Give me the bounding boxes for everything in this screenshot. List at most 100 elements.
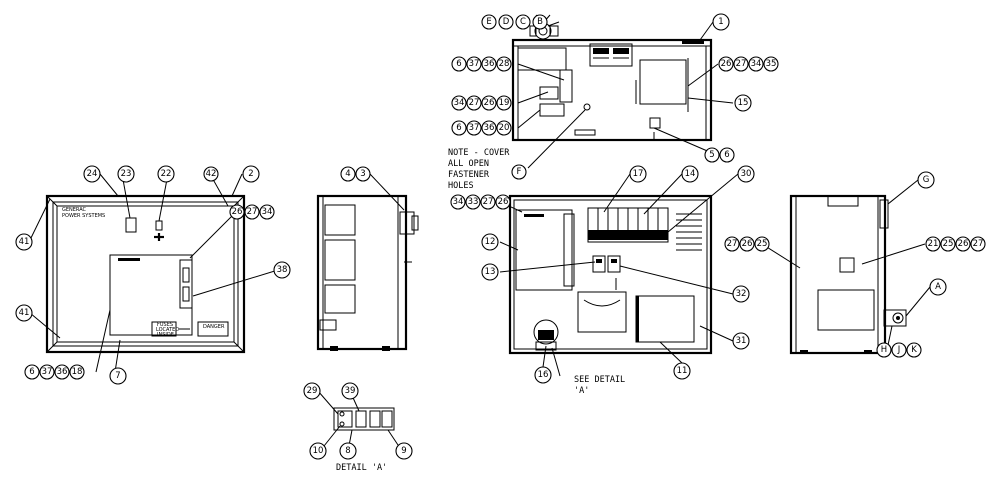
svg-text:16: 16 [538,370,549,380]
callout-27: 27 [724,236,740,252]
top-view-drawing [511,14,713,142]
callout-34: 34 [259,204,275,220]
svg-text:14: 14 [685,169,696,179]
callout-38: 38 [273,261,291,279]
svg-text:E: E [486,17,491,27]
svg-text:6: 6 [456,123,461,133]
danger-label: DANGER [203,324,225,330]
callout-27: 27 [466,95,482,111]
callout-34: 34 [748,56,764,72]
svg-text:6: 6 [724,150,729,160]
callout-j: J [891,342,907,358]
brand-label: GENERAC [62,207,87,213]
svg-text:33: 33 [468,197,479,207]
note-line-2: ALL OPEN [448,159,489,169]
callout-b: B [532,14,548,30]
callout-26: 26 [718,56,734,72]
svg-text:K: K [911,345,917,355]
callout-12: 12 [481,233,499,251]
note-line-1: NOTE - COVER [448,148,510,158]
callout-36: 36 [54,364,70,380]
callout-d: D [498,14,514,30]
svg-text:34: 34 [453,197,464,207]
svg-text:41: 41 [19,237,30,247]
svg-text:G: G [923,175,930,185]
svg-text:12: 12 [485,237,496,247]
callout-10: 10 [309,442,327,460]
svg-text:17: 17 [633,169,644,179]
callout-24: 24 [83,165,101,183]
svg-text:J: J [897,345,901,355]
svg-text:34: 34 [454,98,465,108]
note-line-4: HOLES [448,181,474,191]
see-detail-line-2: 'A' [574,386,589,396]
callout-5: 5 [704,147,720,163]
svg-text:6: 6 [29,367,34,377]
svg-text:27: 27 [483,197,494,207]
svg-text:22: 22 [161,169,172,179]
callout-e: E [481,14,497,30]
svg-text:7: 7 [115,371,120,381]
svg-text:27: 27 [973,239,984,249]
svg-text:26: 26 [721,59,732,69]
svg-text:27: 27 [469,98,480,108]
svg-text:3: 3 [360,169,365,179]
callout-7: 7 [109,367,127,385]
svg-text:C: C [520,17,526,27]
svg-text:13: 13 [485,267,496,277]
callout-8: 8 [339,442,357,460]
callout-42: 42 [203,166,219,182]
see-detail-line-1: SEE DETAIL [574,375,625,385]
svg-text:27: 27 [736,59,747,69]
svg-text:10: 10 [313,446,324,456]
svg-text:19: 19 [499,98,510,108]
svg-text:18: 18 [72,367,83,377]
detail-a-drawing [333,407,395,431]
callout-c: C [515,14,531,30]
callout-39: 39 [341,382,359,400]
svg-text:8: 8 [345,446,350,456]
callout-21: 21 [925,236,941,252]
callout-3: 3 [355,166,371,182]
callout-36: 36 [481,56,497,72]
callout-16: 16 [534,366,552,384]
svg-text:27: 27 [727,239,738,249]
svg-text:36: 36 [484,123,495,133]
svg-text:37: 37 [469,59,480,69]
svg-text:36: 36 [484,59,495,69]
svg-text:B: B [537,17,543,27]
leader-lines [29,21,931,452]
front-view-drawing [45,194,246,354]
left-side-view-drawing [316,194,419,351]
svg-text:38: 38 [277,265,288,275]
svg-text:1: 1 [718,17,723,27]
callout-26: 26 [229,204,245,220]
callout-g: G [917,171,935,189]
detail-a-title: DETAIL 'A' [336,463,387,473]
svg-text:20: 20 [499,123,510,133]
callout-1: 1 [712,13,730,31]
brand-sub-label: POWER SYSTEMS [62,213,105,219]
callout-26: 26 [481,95,497,111]
svg-text:26: 26 [498,197,509,207]
callout-f: F [511,164,527,180]
callout-33: 33 [465,194,481,210]
callout-11: 11 [673,362,691,380]
callout-35: 35 [763,56,779,72]
svg-text:H: H [881,345,887,355]
callout-34: 34 [450,194,466,210]
svg-text:26: 26 [958,239,969,249]
svg-text:11: 11 [677,366,688,376]
svg-text:2: 2 [248,169,253,179]
callout-22: 22 [157,165,175,183]
callout-26: 26 [495,194,511,210]
callout-25: 25 [940,236,956,252]
callout-26: 26 [955,236,971,252]
callout-26: 26 [739,236,755,252]
callout-6: 6 [24,364,40,380]
svg-text:24: 24 [87,169,98,179]
callout-28: 28 [496,56,512,72]
callout-41: 41 [15,233,33,251]
svg-text:35: 35 [766,59,777,69]
callout-13: 13 [481,263,499,281]
